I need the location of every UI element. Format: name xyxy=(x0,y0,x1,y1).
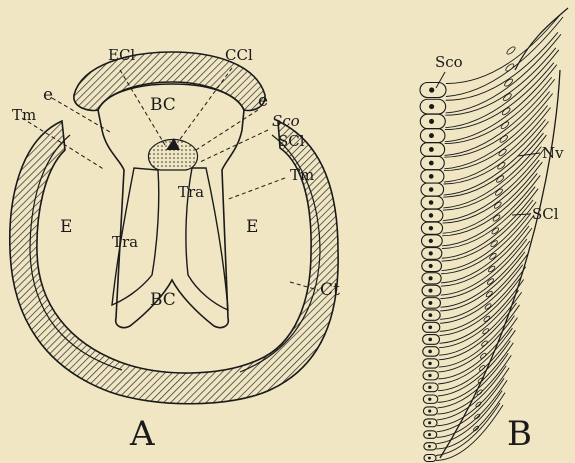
cell-nucleus xyxy=(428,325,432,329)
cell-nucleus xyxy=(428,301,432,305)
label-tm-left: Tm xyxy=(12,106,36,124)
cell-nucleus xyxy=(429,226,433,230)
cell-nucleus xyxy=(429,264,433,268)
label-bc-top: BC xyxy=(150,95,176,115)
label-b-scl: SCl xyxy=(532,205,559,223)
label-e-right: e xyxy=(258,91,268,111)
cell-nucleus xyxy=(428,350,432,354)
fiber-nucleus xyxy=(484,303,492,310)
fiber-nucleus xyxy=(474,413,481,419)
label-tra-left: Tra xyxy=(112,233,138,251)
label-tm-right: Tm xyxy=(290,166,314,184)
cell-nucleus xyxy=(429,133,434,138)
cell-nucleus xyxy=(428,338,432,342)
label-b-sco: Sco xyxy=(435,53,463,71)
panel-b-letter: B xyxy=(507,414,532,454)
cell-nucleus xyxy=(429,289,433,293)
cell-nucleus xyxy=(428,409,431,412)
fiber-nucleus xyxy=(505,63,515,73)
cell-nucleus xyxy=(428,398,431,401)
cell-nucleus xyxy=(428,386,431,389)
fiber-nucleus xyxy=(475,401,482,407)
cell-nucleus xyxy=(429,87,434,92)
cell-fiber xyxy=(436,403,503,461)
fiber-nucleus xyxy=(488,265,496,273)
cell-nucleus xyxy=(429,119,434,124)
label-e-big-left: E xyxy=(60,217,72,237)
cell-nucleus xyxy=(429,251,433,255)
cell-nucleus xyxy=(428,445,431,448)
panel-b: Sco Nv SCl B xyxy=(420,8,568,462)
label-ecl: ECl xyxy=(108,46,135,64)
label-ct: Ct xyxy=(320,280,340,300)
label-e-left: e xyxy=(43,85,53,105)
fiber-nucleus xyxy=(506,46,516,56)
cell-nucleus xyxy=(429,239,433,243)
label-tra-right: Tra xyxy=(178,183,204,201)
label-ccl: CCl xyxy=(225,46,253,64)
cell-nucleus xyxy=(428,433,431,436)
cell-nucleus xyxy=(429,213,433,217)
label-sco: Sco xyxy=(272,112,300,130)
panel-a: ECl CCl e e BC Sco SCl Tm Tm Tra Tra E E… xyxy=(10,46,340,454)
cell-nucleus xyxy=(429,276,433,280)
label-e-big-right: E xyxy=(246,217,258,237)
cell-nucleus xyxy=(429,174,434,179)
cell-fiber xyxy=(436,391,505,449)
nerve-bundle-top xyxy=(515,8,568,70)
cell-nucleus xyxy=(428,457,431,460)
cell-nucleus xyxy=(428,421,431,424)
cell-nucleus xyxy=(429,200,434,205)
cell-nucleus xyxy=(429,187,434,192)
cell-nucleus xyxy=(428,362,431,365)
label-b-nv: Nv xyxy=(542,144,564,162)
cell-nucleus xyxy=(429,161,434,166)
cell-fiber xyxy=(446,32,561,113)
cell-nucleus xyxy=(428,313,432,317)
label-bc-bottom: BC xyxy=(150,290,176,310)
cell-nucleus xyxy=(429,147,434,152)
panel-a-letter: A xyxy=(129,414,155,454)
fiber-nucleus xyxy=(489,252,497,260)
cell-nucleus xyxy=(429,104,434,109)
cell-fiber xyxy=(445,63,557,142)
label-scl: SCl xyxy=(278,132,305,150)
fiber-nucleus xyxy=(486,278,494,286)
cell-nucleus xyxy=(428,374,431,377)
